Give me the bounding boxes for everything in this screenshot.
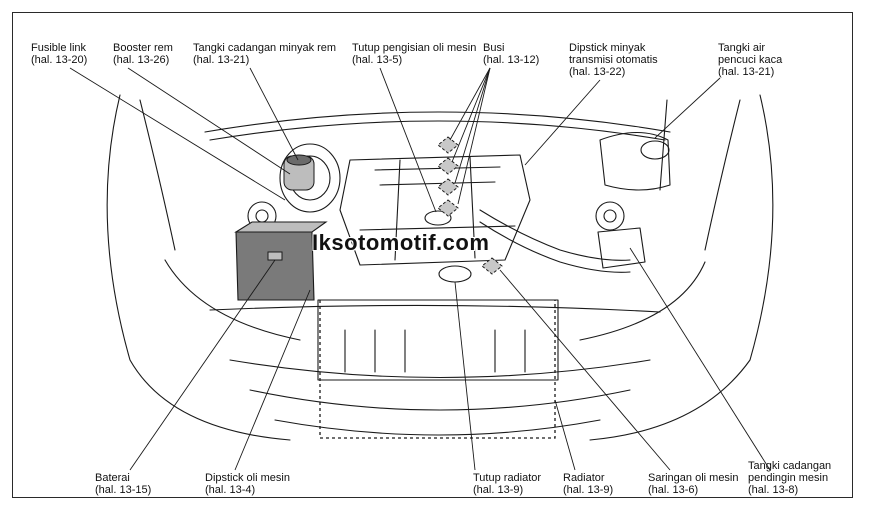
label-ref: (hal. 13-8) [748,484,799,496]
label-name-2: pencuci kaca [718,54,783,66]
label-name: Saringan oli mesin [648,472,739,484]
label-tangki-air: Tangki air pencuci kaca (hal. 13-21) [718,42,782,78]
label-name: Booster rem [113,42,173,54]
label-saringan-oli: Saringan oli mesin (hal. 13-6) [648,472,739,496]
label-ref: (hal. 13-21) [193,54,250,66]
label-name: Baterai [95,472,130,484]
spark-plugs-part [437,136,459,217]
battery-part [234,221,328,301]
body-outline [106,94,291,441]
label-ref: (hal. 13-4) [205,484,256,496]
label-name: Radiator [563,472,605,484]
label-ref: (hal. 13-26) [113,54,170,66]
radiator-core [317,299,559,381]
label-tutup-radiator: Tutup radiator (hal. 13-9) [473,472,541,496]
label-ref: (hal. 13-12) [483,54,540,66]
label-ref: (hal. 13-6) [648,484,699,496]
figure-frame [12,12,853,498]
radiator-dotted-outline [319,300,556,439]
leader-lines [69,67,771,471]
label-tangki-pendingin: Tangki cadangan pendingin mesin (hal. 13… [748,460,831,496]
label-dipstick-oli: Dipstick oli mesin (hal. 13-4) [205,472,290,496]
oil-filter-part [481,257,503,275]
label-booster-rem: Booster rem (hal. 13-26) [113,42,173,66]
label-dipstick-transmisi: Dipstick minyak transmisi otomatis (hal.… [569,42,658,78]
engine-block [339,154,531,266]
coolant-reservoir [597,227,646,269]
strut-right [595,201,625,231]
label-name: Dipstick minyak [569,42,646,54]
watermark: Iksotomotif.com [312,230,490,255]
label-radiator: Radiator (hal. 13-9) [563,472,613,496]
label-ref: (hal. 13-22) [569,66,626,78]
brake-reservoir-part [283,154,315,191]
label-tutup-oli: Tutup pengisian oli mesin (hal. 13-5) [352,42,476,66]
front-bumper [209,304,661,313]
label-name-2: transmisi otomatis [569,54,658,66]
label-ref: (hal. 13-5) [352,54,403,66]
label-name: Tangki air [718,42,766,54]
label-baterai: Baterai (hal. 13-15) [95,472,151,496]
label-ref: (hal. 13-15) [95,484,152,496]
label-busi: Busi (hal. 13-12) [483,42,539,66]
label-tangki-minyak-rem: Tangki cadangan minyak rem (hal. 13-21) [193,42,336,66]
label-name: Tangki cadangan [748,460,832,472]
label-name-2: pendingin mesin [748,472,829,484]
washer-tank [599,132,671,191]
label-name: Dipstick oli mesin [205,472,290,484]
label-ref: (hal. 13-9) [473,484,524,496]
brake-booster [279,143,341,213]
cowl [204,111,671,133]
label-fusible-link: Fusible link (hal. 13-20) [31,42,87,66]
label-ref: (hal. 13-9) [563,484,614,496]
label-name: Tangki cadangan minyak rem [193,42,337,54]
label-name: Tutup radiator [473,472,542,484]
oil-filler-cap-part [424,210,452,226]
label-name: Busi [483,42,505,54]
radiator-cap-part [438,265,472,283]
label-ref: (hal. 13-21) [718,66,775,78]
label-ref: (hal. 13-20) [31,54,88,66]
label-name: Fusible link [31,42,87,54]
label-name: Tutup pengisian oli mesin [352,42,477,54]
